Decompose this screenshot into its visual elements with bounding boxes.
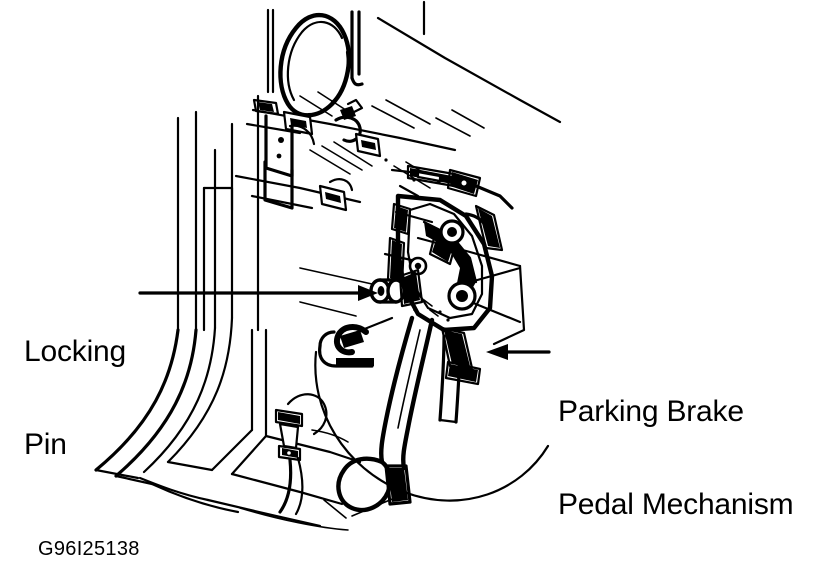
callout-label-locking-pin-line1: Locking <box>24 335 127 368</box>
figure-caption: G96I25138 <box>38 538 140 560</box>
electrical-connector <box>274 393 349 516</box>
callout-label-parking-brake-line2: Pedal Mechanism <box>558 488 794 521</box>
parking-brake-leader <box>486 344 551 360</box>
locking-pin-leader <box>138 285 378 301</box>
oval-grommet <box>278 12 352 118</box>
parking-brake-pedal-arm <box>336 315 462 513</box>
callout-label-locking-pin-line2: Pin <box>24 428 67 461</box>
carpet-edge-arc <box>314 350 550 519</box>
release-handle <box>318 316 394 368</box>
locking-pin <box>369 268 424 308</box>
callout-label-locking-pin: Locking Pin <box>24 274 126 522</box>
kick-panel <box>94 94 268 514</box>
wiring-clips <box>252 98 416 212</box>
callout-label-parking-brake-pedal-mechanism: Parking Brake Pedal Mechanism <box>558 334 794 582</box>
callout-label-parking-brake-line1: Parking Brake <box>558 395 744 428</box>
brake-cable-clevis <box>390 164 514 210</box>
